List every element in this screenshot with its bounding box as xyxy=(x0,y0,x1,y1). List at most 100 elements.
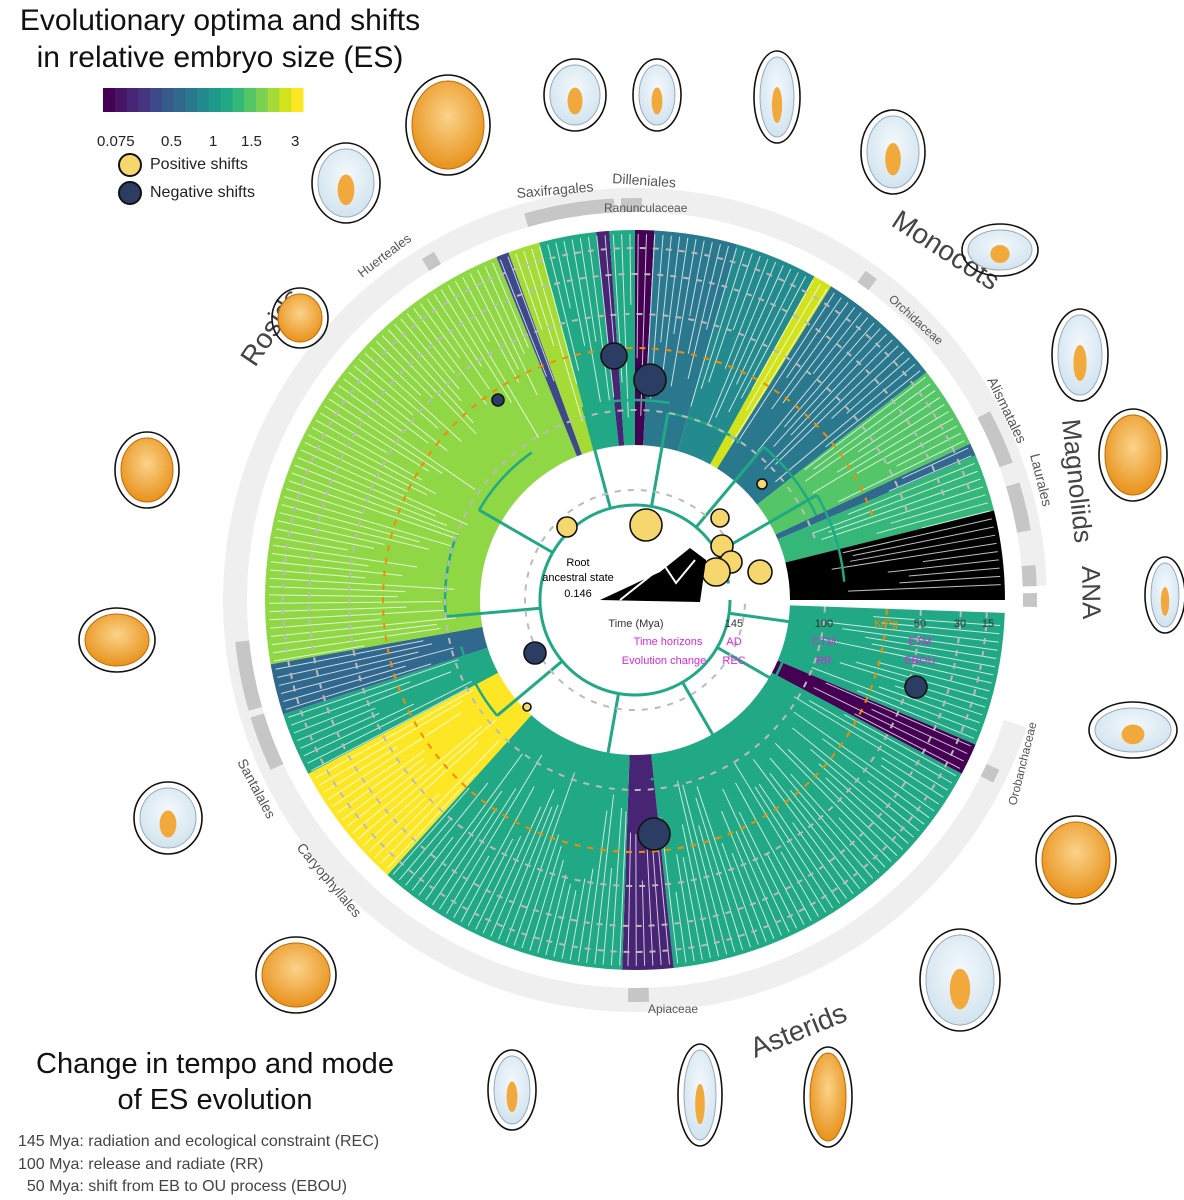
positive-shift-marker xyxy=(710,508,730,528)
tip-line xyxy=(877,661,990,692)
note-145: 145 Mya: radiation and ecological constr… xyxy=(18,1133,380,1150)
tip-line xyxy=(735,831,782,936)
tip-line xyxy=(757,317,869,452)
seed-outline xyxy=(803,1046,853,1148)
tip-line xyxy=(731,852,767,942)
tip-line xyxy=(368,797,427,852)
tip-line xyxy=(792,822,847,899)
tip-line xyxy=(782,307,856,404)
tip-line xyxy=(880,764,940,805)
seed-outline xyxy=(133,781,203,855)
tip-line xyxy=(274,536,348,551)
clade-wedge xyxy=(717,286,927,505)
tip-line xyxy=(922,551,998,563)
tip-line xyxy=(687,243,721,379)
root-label: Root xyxy=(566,557,589,569)
seed xyxy=(1035,815,1117,905)
negative-shift-marker xyxy=(523,641,547,665)
colorbar-step xyxy=(161,88,175,112)
label-apiaceae: Apiaceae xyxy=(648,1002,698,1016)
tip-line xyxy=(475,835,522,930)
negative-shift-marker xyxy=(904,675,928,699)
time-horizons-label: Time horizons xyxy=(634,636,703,648)
tip-line xyxy=(769,773,861,890)
tip-line xyxy=(774,742,892,862)
tip-line xyxy=(856,418,954,474)
root-arc xyxy=(538,503,732,697)
tip-line xyxy=(432,808,497,906)
clade-wedge xyxy=(710,276,832,469)
seed-embryo xyxy=(261,942,331,1008)
label-asterids: Asterids xyxy=(746,997,851,1064)
horizon-ad: AD xyxy=(726,636,741,648)
tip-line xyxy=(673,237,689,335)
colorbar-step xyxy=(197,88,210,112)
tip-line xyxy=(610,807,623,966)
tip-line xyxy=(604,235,616,358)
branch-arc xyxy=(762,445,818,517)
colorbar-tick-4: 1.5 xyxy=(241,133,262,150)
order-bar xyxy=(524,201,582,228)
positive-shift-marker xyxy=(701,557,731,587)
tip-line xyxy=(908,567,1000,577)
colorbar: 0.075 0.5 1 1.5 3 xyxy=(97,88,313,153)
tip-line xyxy=(738,811,798,929)
seed xyxy=(753,50,801,144)
branch xyxy=(716,646,783,687)
tip-line xyxy=(515,253,543,330)
colorbar-step xyxy=(244,88,257,112)
tip-line xyxy=(890,494,986,524)
order-bar xyxy=(627,987,650,1002)
tip-line xyxy=(842,628,998,651)
tip-line xyxy=(577,868,594,962)
tip-line xyxy=(433,293,482,367)
tip-line xyxy=(283,665,406,702)
tip-line xyxy=(594,794,615,964)
colorbar-step xyxy=(255,88,269,112)
tip-line xyxy=(641,880,646,966)
tip-line xyxy=(406,313,456,374)
time-tick-kpg: K/Pg xyxy=(874,618,898,630)
tip-line xyxy=(374,793,440,858)
negative-shift-marker xyxy=(637,817,671,851)
branch-arc xyxy=(536,738,606,769)
seed-embryo xyxy=(567,87,583,115)
seed-embryo xyxy=(771,87,783,123)
tip-line xyxy=(311,688,468,772)
tip-line xyxy=(275,640,424,670)
branch xyxy=(478,508,554,554)
tip-line xyxy=(865,636,997,660)
seed-outline xyxy=(1144,556,1184,634)
seed xyxy=(311,142,381,224)
tip-line xyxy=(405,782,489,886)
tip-line xyxy=(660,235,672,343)
positive-shift-marker xyxy=(629,508,663,542)
tip-line xyxy=(352,725,483,834)
tip-line xyxy=(789,790,867,884)
note-50: 50 Mya: shift from EB to OU process (EBO… xyxy=(18,1178,347,1195)
tip-line xyxy=(849,534,996,562)
label-magnoliids: Magnoliids xyxy=(1056,417,1099,544)
time-circle xyxy=(444,408,826,791)
tip-line xyxy=(724,258,769,369)
tip-line xyxy=(290,681,411,726)
clade-wedge xyxy=(609,230,635,446)
tip-line xyxy=(771,302,849,410)
order-bar xyxy=(572,198,615,217)
tip-line xyxy=(283,496,454,548)
seed-outline xyxy=(632,58,682,132)
colorbar-gradient xyxy=(103,88,304,112)
seed xyxy=(961,223,1039,277)
colorbar-tick-1: 0.075 xyxy=(97,133,135,150)
clade-wedge xyxy=(677,244,815,465)
tip-line xyxy=(315,419,422,481)
tip-line xyxy=(529,845,562,951)
root-base xyxy=(600,548,706,602)
tip-line xyxy=(728,272,799,413)
seed xyxy=(1098,408,1168,502)
seed-embryo xyxy=(885,143,901,176)
tip-line xyxy=(787,748,898,856)
tip-line xyxy=(327,712,462,800)
tip-line xyxy=(387,329,474,424)
